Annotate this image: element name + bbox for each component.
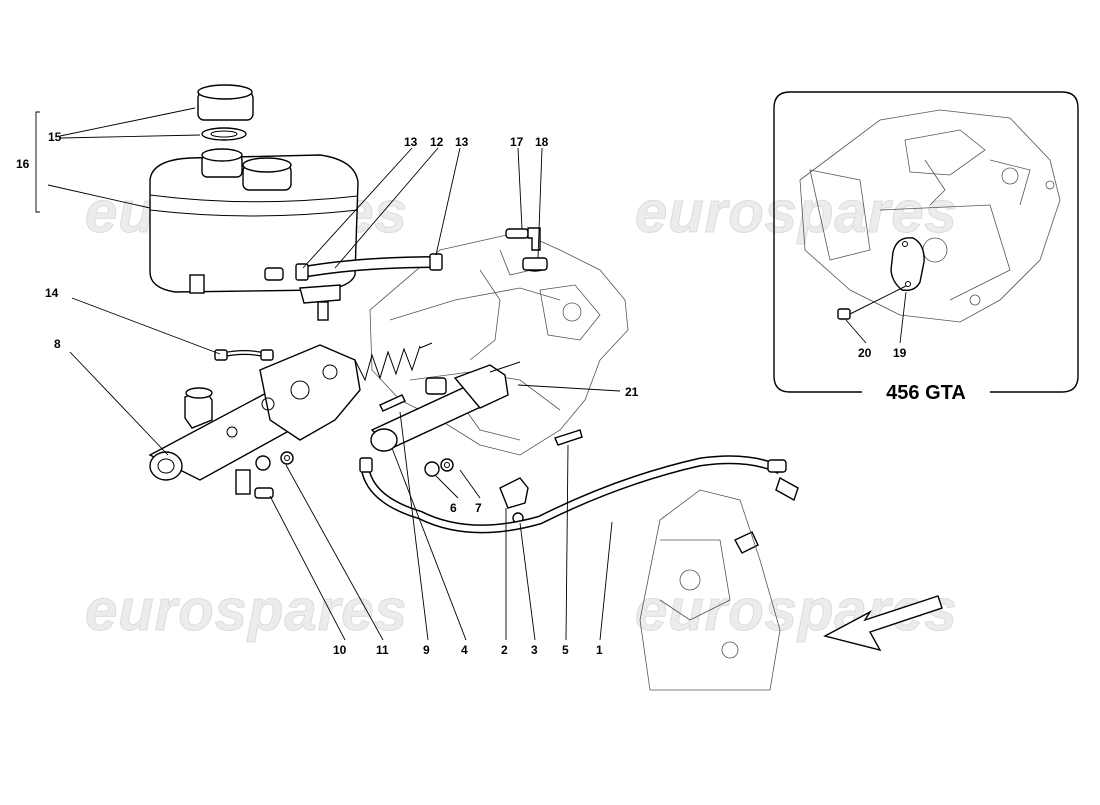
master-cylinder <box>148 344 361 499</box>
callout-11: 11 <box>376 643 389 657</box>
cap-seal-ring <box>201 127 247 141</box>
screw <box>837 308 851 320</box>
callout-13-left: 13 <box>404 135 418 149</box>
callout-5: 5 <box>562 643 569 657</box>
reservoir-hose <box>295 253 443 281</box>
inset-label: 456 GTA <box>886 382 966 404</box>
callout-4: 4 <box>461 643 468 657</box>
direction-arrow <box>823 595 943 652</box>
studs <box>379 394 583 446</box>
inset-456-gta: 456 GTA 20 19 <box>773 91 1079 404</box>
callout-19: 19 <box>893 346 907 360</box>
callout-18: 18 <box>535 135 549 149</box>
callout-16: 16 <box>16 157 30 171</box>
callout-21: 21 <box>625 385 639 399</box>
watermark-3: eurospares <box>85 578 408 643</box>
cover-plate <box>890 237 925 292</box>
callout-17: 17 <box>510 135 524 149</box>
brake-pipe <box>214 349 274 361</box>
callout-2: 2 <box>501 643 508 657</box>
pipe-fitting <box>505 227 548 272</box>
callout-1: 1 <box>596 643 603 657</box>
fasteners <box>255 451 529 524</box>
callout-7: 7 <box>475 501 482 515</box>
hose-clip <box>295 263 309 281</box>
callouts: 15 16 13 12 13 17 18 14 8 21 6 7 10 11 9… <box>16 130 639 657</box>
callout-6: 6 <box>450 501 457 515</box>
callout-9: 9 <box>423 643 430 657</box>
gearbox-housing <box>639 489 781 691</box>
hose-clip <box>429 253 443 271</box>
leader-lines <box>35 107 621 641</box>
clutch-cylinder <box>370 361 521 452</box>
callout-12: 12 <box>430 135 444 149</box>
watermark-2: eurospares <box>635 180 958 245</box>
callout-15: 15 <box>48 130 62 144</box>
callout-3: 3 <box>531 643 538 657</box>
callout-13-right: 13 <box>455 135 469 149</box>
fluid-reservoir <box>149 84 359 321</box>
callout-20: 20 <box>858 346 872 360</box>
callout-10: 10 <box>333 643 347 657</box>
cylinder-spring <box>354 342 433 382</box>
callout-14: 14 <box>45 286 59 300</box>
callout-8: 8 <box>54 337 61 351</box>
